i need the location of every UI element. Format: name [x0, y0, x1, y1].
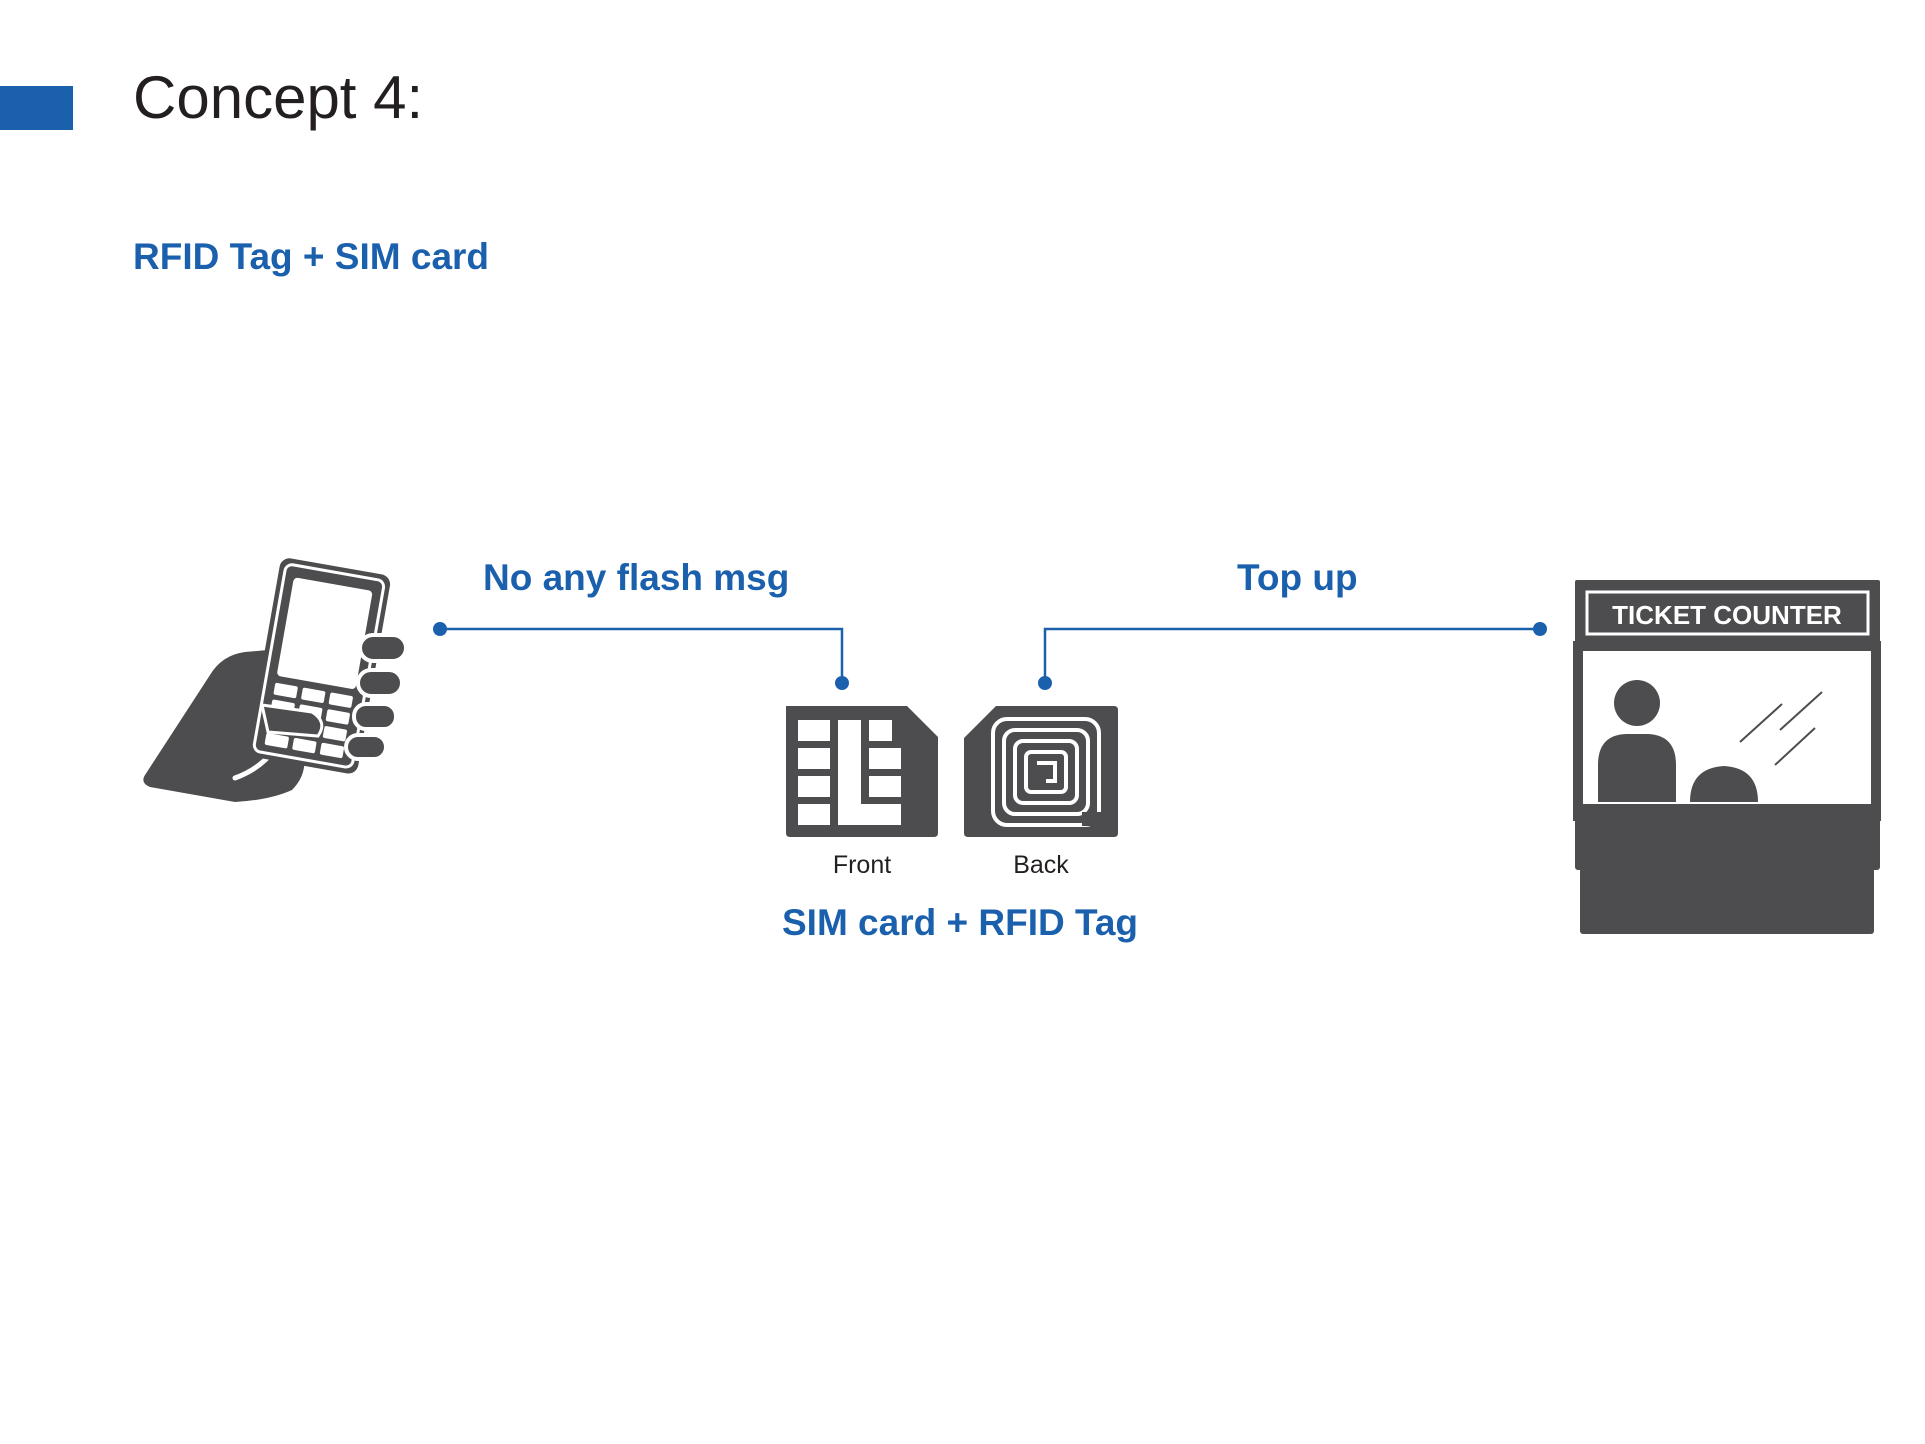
- right-connector-label: Top up: [1237, 557, 1358, 598]
- left-connector: [433, 622, 849, 690]
- sim-caption: SIM card + RFID Tag: [782, 902, 1138, 943]
- ticket-counter-sign: TICKET COUNTER: [1612, 600, 1842, 630]
- hand-holding-phone-icon: [143, 558, 408, 802]
- thumb-shape: [260, 703, 324, 738]
- sim-front-label: Front: [833, 851, 891, 879]
- page-title: Concept 4:: [133, 64, 424, 131]
- page-subtitle: RFID Tag + SIM card: [133, 236, 490, 277]
- left-connector-end-dot: [835, 676, 849, 690]
- right-connector-end-dot: [1533, 622, 1547, 636]
- ticket-counter-icon: [1573, 580, 1881, 934]
- sim-back-label: Back: [1013, 851, 1069, 879]
- left-connector-label: No any flash msg: [483, 557, 789, 598]
- fingers: [344, 633, 408, 761]
- right-connector: [1038, 622, 1547, 690]
- glass-reflection: [1739, 691, 1823, 766]
- left-connector-start-dot: [433, 622, 447, 636]
- sim-back-rfid-icon: [964, 706, 1118, 837]
- sim-front-icon: [786, 706, 938, 837]
- customer-head: [1690, 766, 1758, 802]
- clerk-body: [1598, 734, 1676, 802]
- right-connector-start-dot: [1038, 676, 1052, 690]
- clerk-head: [1614, 680, 1660, 726]
- accent-bar: [0, 86, 73, 130]
